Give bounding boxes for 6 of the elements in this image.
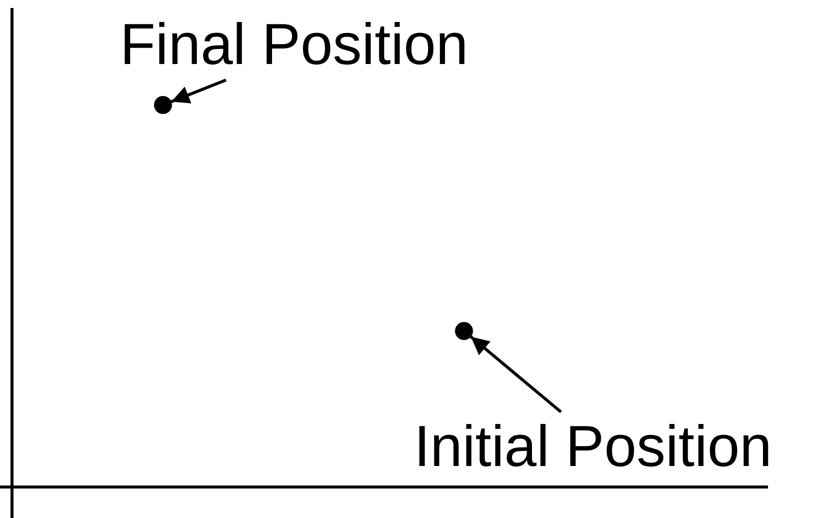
position-label: Final Position (120, 12, 512, 78)
leader-arrow (170, 78, 227, 104)
point-marker (455, 322, 473, 340)
point-marker (154, 96, 172, 114)
position-label: Initial Position (414, 414, 806, 480)
leader-arrow (470, 336, 562, 414)
